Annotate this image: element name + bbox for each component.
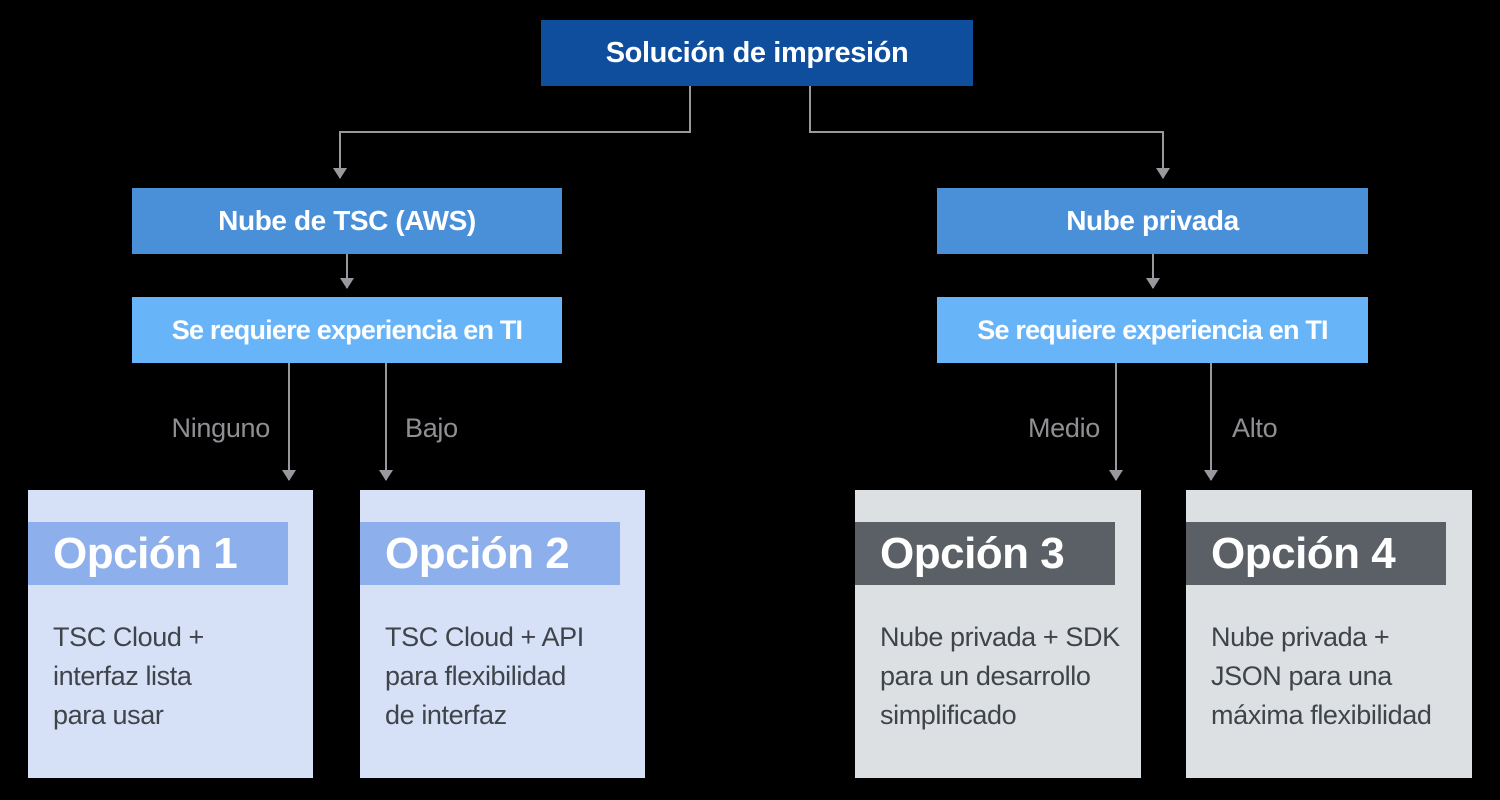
edge-label-medio: Medio [1027, 413, 1100, 443]
option-4-description: Nube privada + JSON para una máxima flex… [1211, 622, 1432, 730]
edge-label-alto: Alto [1232, 413, 1278, 443]
edge-label-ninguno: Ninguno [171, 413, 271, 443]
option-4-title-band: Opción 4 [1186, 522, 1446, 585]
node-solucion-de-impresion: Solución de impresión [541, 20, 973, 86]
node-nube-de-tsc-aws: Nube de TSC (AWS) [132, 188, 562, 254]
node-requiere-experiencia-ti-right: Se requiere experiencia en TI [937, 297, 1368, 363]
edge-label-bajo: Bajo [405, 413, 458, 443]
option-card-1: Opción 1 TSC Cloud + interfaz lista para… [28, 490, 313, 778]
connector-root-to-branch-left [333, 86, 691, 179]
option-1-title-band: Opción 1 [28, 522, 288, 585]
node-nube-privada: Nube privada [937, 188, 1368, 254]
option-1-description: TSC Cloud + interfaz lista para usar [53, 622, 204, 730]
option-2-description: TSC Cloud + API para flexibilidad de int… [385, 622, 584, 730]
option-2-title-band: Opción 2 [360, 522, 620, 585]
connector-root-to-branch-right [809, 86, 1170, 179]
option-card-2: Opción 2 TSC Cloud + API para flexibilid… [360, 490, 645, 778]
option-card-4: Opción 4 Nube privada + JSON para una má… [1186, 490, 1472, 778]
option-3-title-band: Opción 3 [855, 522, 1115, 585]
option-3-description: Nube privada + SDK para un desarrollo si… [880, 622, 1120, 730]
node-requiere-experiencia-ti-left: Se requiere experiencia en TI [132, 297, 562, 363]
option-card-3: Opción 3 Nube privada + SDK para un desa… [855, 490, 1141, 778]
